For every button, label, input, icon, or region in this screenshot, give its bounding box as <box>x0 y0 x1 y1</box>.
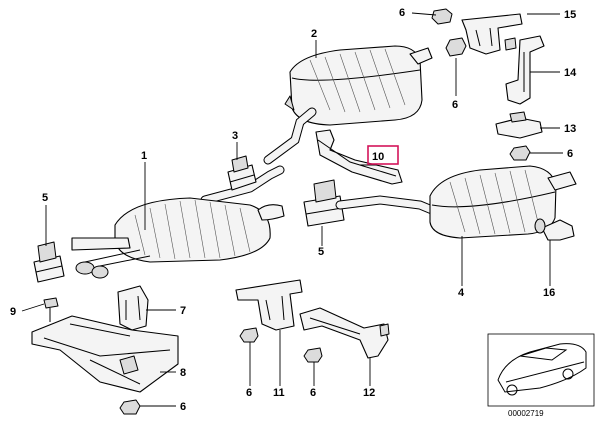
hanger-15[interactable] <box>461 13 523 55</box>
label-10[interactable]: 10 <box>372 151 384 163</box>
clamp-5-left[interactable] <box>33 241 65 283</box>
nut-6-bottom-mid2[interactable] <box>303 347 323 363</box>
car-thumbnail <box>487 333 595 407</box>
rear-silencer-2[interactable] <box>284 45 433 126</box>
clamp-5-right[interactable] <box>303 179 345 227</box>
nut-6-mid[interactable] <box>445 37 467 57</box>
hanger-7[interactable] <box>117 285 149 331</box>
label-6-bottom-left[interactable]: 6 <box>180 401 186 413</box>
label-14[interactable]: 14 <box>564 67 577 79</box>
label-11[interactable]: 11 <box>273 387 285 399</box>
silencer-4[interactable] <box>429 165 577 239</box>
label-9[interactable]: 9 <box>10 306 16 318</box>
bracket-10[interactable] <box>315 129 403 185</box>
connecting-pipe <box>263 107 317 165</box>
bracket-14[interactable] <box>505 35 545 105</box>
label-13[interactable]: 13 <box>564 123 576 135</box>
crossmember-8[interactable] <box>31 315 179 393</box>
clamp-3[interactable] <box>227 155 257 191</box>
label-6-bottom-mid[interactable]: 6 <box>246 387 252 399</box>
bolt-9[interactable] <box>43 297 59 322</box>
label-8[interactable]: 8 <box>180 367 186 379</box>
label-6-top[interactable]: 6 <box>399 7 405 19</box>
hanger-11[interactable] <box>235 279 303 331</box>
label-2[interactable]: 2 <box>311 28 317 40</box>
leader-lines <box>21 12 563 407</box>
front-muffler-1[interactable] <box>71 165 285 279</box>
highlight-box-10 <box>367 145 399 165</box>
label-15[interactable]: 15 <box>564 9 576 21</box>
label-1[interactable]: 1 <box>141 150 147 162</box>
label-6-bottom-mid2[interactable]: 6 <box>310 387 316 399</box>
diagram-code: 00002719 <box>508 409 544 418</box>
label-7[interactable]: 7 <box>180 305 186 317</box>
label-6-mid[interactable]: 6 <box>452 99 458 111</box>
nut-6-right[interactable] <box>509 145 531 161</box>
label-4[interactable]: 4 <box>458 287 465 299</box>
label-6-right[interactable]: 6 <box>567 148 573 160</box>
label-5-right[interactable]: 5 <box>318 246 324 258</box>
label-12[interactable]: 12 <box>363 387 375 399</box>
clip-13[interactable] <box>495 111 543 139</box>
bracket-12[interactable] <box>299 307 390 359</box>
tail-pipe-16[interactable] <box>534 218 575 241</box>
label-16[interactable]: 16 <box>543 287 555 299</box>
pipe-to-right-silencer <box>335 195 437 215</box>
nut-6-top[interactable] <box>431 8 453 25</box>
nut-6-bottom-mid[interactable] <box>239 327 259 343</box>
label-5-left[interactable]: 5 <box>42 192 48 204</box>
nut-6-bottom-left[interactable] <box>119 399 141 415</box>
label-3[interactable]: 3 <box>232 130 238 142</box>
